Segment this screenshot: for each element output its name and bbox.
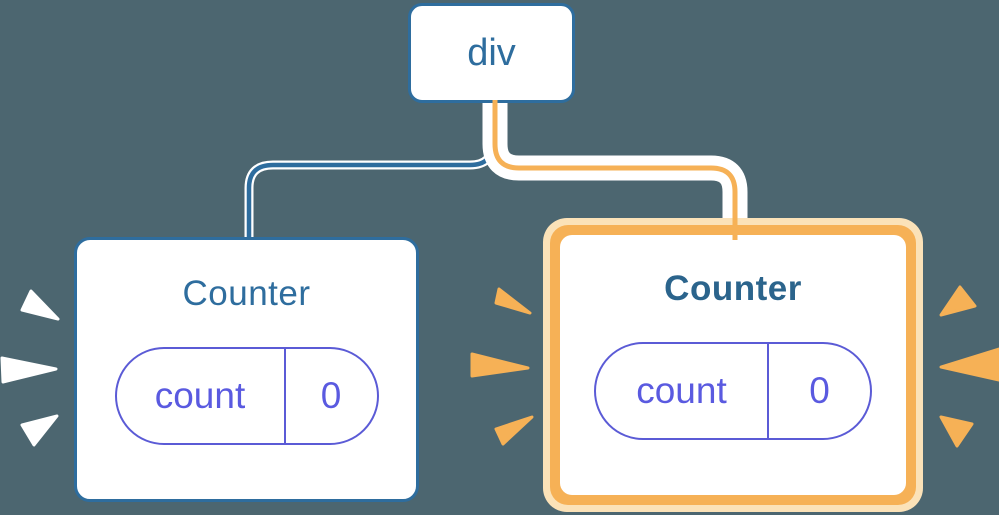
spark-icon [20, 289, 60, 321]
spark-icon [939, 415, 974, 448]
highlight-frame-inner: Counter count 0 [550, 225, 916, 505]
root-node-label: div [467, 32, 516, 74]
spark-icon [939, 347, 999, 382]
edge-left-casing [244, 100, 498, 240]
tree-root-node: div [408, 3, 575, 103]
spark-icon [470, 352, 530, 378]
counter-title: Counter [664, 269, 802, 308]
edge-left-line [246, 100, 496, 240]
spark-group-orange-left [470, 287, 534, 446]
spark-icon [494, 415, 534, 446]
state-pill: count 0 [114, 347, 379, 445]
counter-title: Counter [182, 274, 311, 313]
state-key: count [596, 344, 769, 438]
spark-group-white [0, 289, 60, 447]
state-key: count [117, 349, 286, 443]
state-value: 0 [809, 370, 830, 411]
spark-icon [939, 285, 977, 317]
spark-icon [0, 356, 58, 384]
state-pill: count 0 [594, 342, 872, 440]
spark-icon [20, 414, 59, 447]
highlight-frame: Counter count 0 [543, 218, 923, 512]
state-value: 0 [320, 375, 342, 416]
counter-card-right: Counter count 0 [560, 235, 906, 495]
counter-card-left: Counter count 0 [74, 237, 419, 502]
spark-icon [494, 287, 532, 315]
spark-group-orange-right [939, 285, 999, 448]
